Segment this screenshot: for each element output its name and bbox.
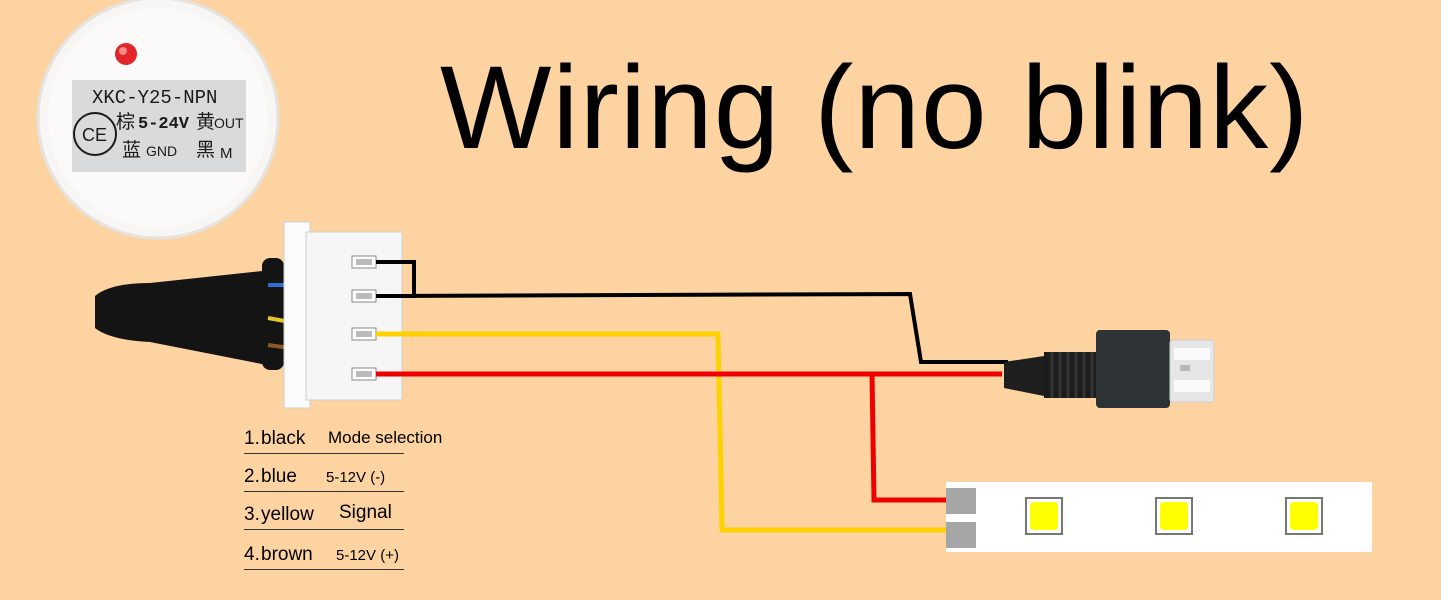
- wire-yellow: [376, 331, 948, 533]
- usb-connector-tip: [1169, 339, 1215, 403]
- legend-color: yellow: [261, 504, 314, 525]
- legend-color: black: [261, 428, 306, 449]
- sensor-line1-out: OUT: [214, 115, 244, 131]
- legend-color: blue: [261, 466, 297, 487]
- sensor-cable: [95, 258, 291, 370]
- usb-strain-relief: [1044, 352, 1100, 398]
- jst-connector: [283, 221, 403, 409]
- sensor-line1-cn2: 黄: [196, 111, 215, 133]
- pin-2: [351, 289, 377, 303]
- legend-number: 1.: [244, 428, 260, 449]
- page-title: Wiring (no blink): [440, 42, 1310, 174]
- led-chip-1: [1025, 497, 1063, 535]
- legend-underline: [244, 491, 404, 492]
- svg-text:CE: CE: [82, 125, 107, 145]
- usb-body: [1096, 330, 1170, 408]
- legend-description: 5-12V (+): [336, 547, 399, 564]
- legend-description: Signal: [339, 502, 392, 523]
- wire-red-branch: [869, 373, 948, 503]
- sensor-line2-m: M: [220, 145, 233, 162]
- legend-row-3: 3. yellow Signal: [244, 500, 404, 530]
- legend-description: 5-12V (-): [326, 469, 386, 486]
- sensor-line2-cn2: 黑: [196, 139, 215, 161]
- sensor-line2-cn: 蓝: [122, 139, 141, 161]
- legend-number: 2.: [244, 466, 260, 487]
- legend-row-4: 4. brown 5-12V (+): [244, 540, 404, 570]
- ce-mark-icon: CE: [73, 112, 117, 156]
- legend-underline: [244, 529, 404, 530]
- wire-black: [375, 260, 1008, 364]
- legend-description: Mode selection: [328, 428, 443, 447]
- usb-plug: [1004, 330, 1215, 408]
- legend-row-2: 2. blue 5-12V (-): [244, 462, 404, 492]
- pin-1: [351, 255, 377, 269]
- sensor-label-plate: [72, 80, 246, 172]
- legend-number: 3.: [244, 504, 260, 525]
- sensor-model: XKC-Y25-NPN: [92, 87, 217, 109]
- legend-row-1: 1. black Mode selection: [244, 424, 442, 454]
- led-chip-2: [1155, 497, 1193, 535]
- legend-underline: [244, 453, 404, 454]
- pin-3: [351, 327, 377, 341]
- sensor-puck: XKC-Y25-NPN 棕 5-24V 黄 OUT 蓝 GND 黑 M CE: [36, 0, 280, 240]
- led-chip-3: [1285, 497, 1323, 535]
- status-led-icon: [115, 43, 137, 65]
- strip-pad-positive: [946, 488, 976, 514]
- legend-underline: [244, 569, 404, 570]
- sensor-line1-cn: 棕: [116, 111, 135, 133]
- strip-pad-signal: [946, 522, 976, 548]
- sensor-line1: 5-24V: [138, 115, 190, 134]
- legend-color: brown: [261, 544, 313, 565]
- sensor-line2: GND: [146, 143, 177, 159]
- led-strip: [946, 482, 1372, 552]
- pin-4: [351, 367, 377, 381]
- legend-number: 4.: [244, 544, 260, 565]
